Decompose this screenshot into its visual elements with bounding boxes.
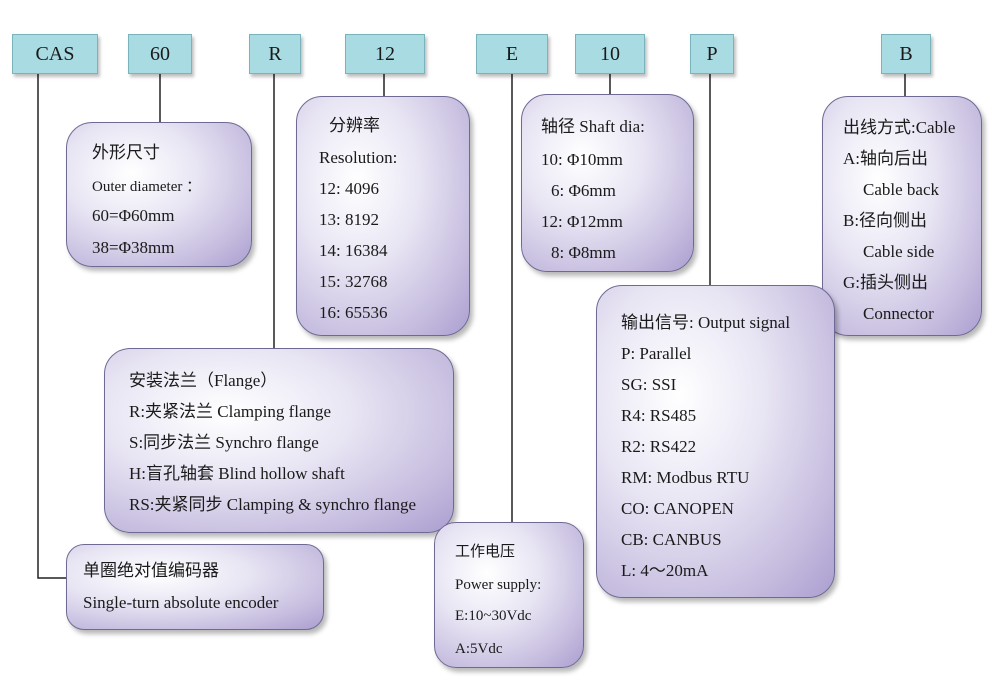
resolution-item: 15: 32768 — [319, 272, 388, 291]
code-box-60: 60 — [128, 34, 192, 74]
resolution-item: 13: 8192 — [319, 210, 379, 229]
output-signal-item: CO: CANOPEN — [621, 499, 734, 518]
output-signal-item: CB: CANBUS — [621, 530, 722, 549]
output-signal-title: 输出信号: Output signal — [621, 313, 791, 332]
outer-diameter-box: 外形尺寸 Outer diameter ： 60=Φ60mm 38=Φ38mm — [66, 122, 252, 267]
output-signal-item: P: Parallel — [621, 344, 692, 363]
code-box-10: 10 — [575, 34, 645, 74]
shaft-dia-title: 轴径 Shaft dia: — [541, 117, 645, 136]
code-box-p: P — [690, 34, 734, 74]
shaft-dia-item: 8: Φ8mm — [551, 243, 616, 262]
power-supply-title-cn: 工作电压 — [455, 544, 516, 560]
code-box-e: E — [476, 34, 548, 74]
code-box-cas: CAS — [12, 34, 98, 74]
power-supply-item: E:10~30Vdc — [455, 608, 532, 624]
code-box-r: R — [249, 34, 301, 74]
cable-item: G:插头侧出 — [843, 273, 928, 292]
output-signal-item: RM: Modbus RTU — [621, 468, 750, 487]
power-supply-box: 工作电压 Power supply: E:10~30Vdc A:5Vdc — [434, 522, 584, 668]
cable-box: 出线方式:Cable A:轴向后出 Cable back B:径向侧出 Cabl… — [822, 96, 982, 336]
outer-diameter-item: 38=Φ38mm — [92, 238, 175, 257]
shaft-dia-item: 6: Φ6mm — [551, 181, 616, 200]
outer-diameter-title-cn: 外形尺寸 — [92, 143, 160, 162]
shaft-dia-box: 轴径 Shaft dia: 10: Φ10mm 6: Φ6mm 12: Φ12m… — [521, 94, 694, 272]
power-supply-item: A:5Vdc — [455, 641, 503, 657]
flange-item: R:夹紧法兰 Clamping flange — [129, 402, 332, 421]
flange-box: 安装法兰（Flange） R:夹紧法兰 Clamping flange S:同步… — [104, 348, 454, 533]
output-signal-item: R4: RS485 — [621, 406, 697, 425]
encoder-type-box: 单圈绝对值编码器 Single-turn absolute encoder — [66, 544, 324, 630]
outer-diameter-title-en: Outer diameter ： — [92, 179, 202, 195]
resolution-item: 16: 65536 — [319, 303, 388, 322]
code-box-12: 12 — [345, 34, 425, 74]
flange-item: S:同步法兰 Synchro flange — [129, 433, 319, 452]
resolution-box: 分辨率 Resolution: 12: 4096 13: 8192 14: 16… — [296, 96, 470, 336]
cable-title: 出线方式:Cable — [843, 118, 956, 137]
power-supply-title-en: Power supply: — [455, 577, 542, 593]
shaft-dia-item: 12: Φ12mm — [541, 212, 623, 231]
cable-item: B:径向侧出 — [843, 211, 928, 230]
cable-item: A:轴向后出 — [843, 149, 928, 168]
flange-title: 安装法兰（Flange） — [129, 371, 278, 390]
shaft-dia-item: 10: Φ10mm — [541, 150, 623, 169]
encoder-type-en: Single-turn absolute encoder — [83, 593, 279, 612]
cable-item: Cable back — [863, 180, 939, 199]
output-signal-box: 输出信号: Output signal P: Parallel SG: SSI … — [596, 285, 835, 598]
resolution-item: 12: 4096 — [319, 179, 379, 198]
output-signal-item: L: 4～20mA — [621, 561, 709, 580]
outer-diameter-item: 60=Φ60mm — [92, 206, 175, 225]
output-signal-item: R2: RS422 — [621, 437, 697, 456]
cable-item: Connector — [863, 304, 934, 323]
flange-item: H:盲孔轴套 Blind hollow shaft — [129, 464, 345, 483]
resolution-item: 14: 16384 — [319, 241, 388, 260]
code-box-b: B — [881, 34, 931, 74]
flange-item: RS:夹紧同步 Clamping & synchro flange — [129, 495, 417, 514]
resolution-title-en: Resolution: — [319, 148, 398, 167]
cable-item: Cable side — [863, 242, 935, 261]
resolution-title-cn: 分辨率 — [329, 116, 380, 135]
encoder-type-cn: 单圈绝对值编码器 — [83, 561, 219, 580]
output-signal-item: SG: SSI — [621, 375, 677, 394]
